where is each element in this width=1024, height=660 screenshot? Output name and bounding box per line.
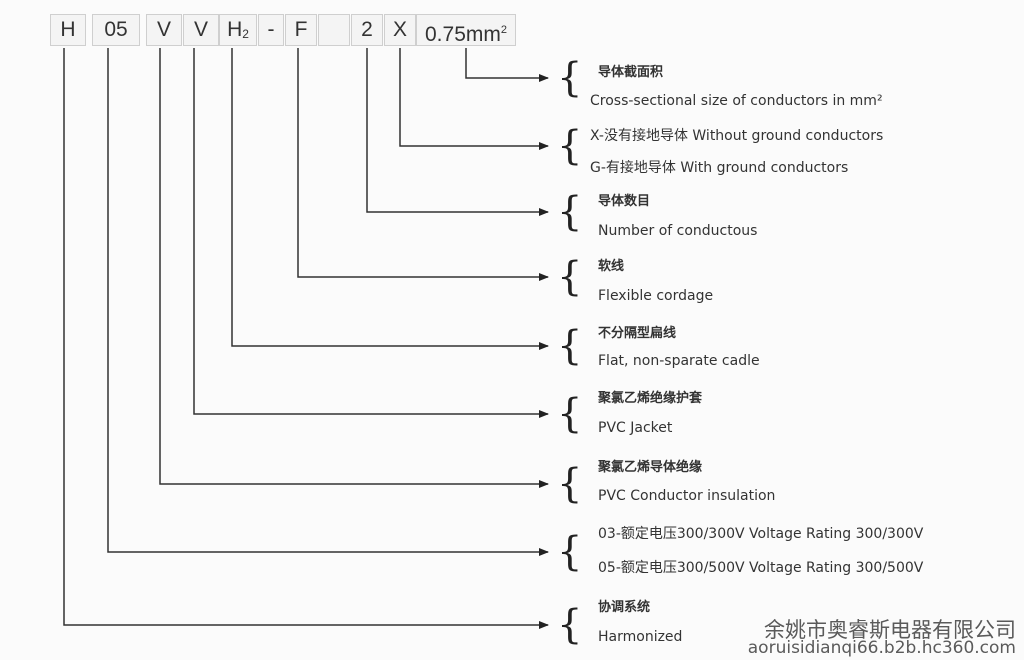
label-insulation-en: PVC Conductor insulation: [598, 488, 776, 504]
label-flat-en: Flat, non-sparate cadle: [598, 353, 760, 369]
code-05: 05: [92, 14, 140, 46]
label-jacket-zh: 聚氯乙烯绝缘护套: [598, 391, 703, 406]
code-2: 2: [351, 14, 383, 46]
arrow-number: [366, 48, 549, 216]
code-h2: H2: [219, 14, 257, 46]
code-f: F: [285, 14, 317, 46]
label-flat-zh: 不分隔型扁线: [598, 326, 677, 341]
code-h: H: [50, 14, 86, 46]
code-blank: [318, 14, 350, 46]
label-insulation-zh: 聚氯乙烯导体绝缘: [598, 460, 703, 475]
label-number-en: Number of conductous: [598, 223, 758, 239]
label-without-ground: X-没有接地导体 Without ground conductors: [590, 128, 884, 144]
brace-jacket: {: [557, 391, 583, 437]
label-cross-section-zh: 导体截面积: [598, 65, 664, 80]
arrow-flat: [231, 48, 549, 350]
label-jacket-en: PVC Jacket: [598, 420, 673, 436]
brace-flex: {: [557, 254, 583, 300]
brace-number: {: [557, 189, 583, 235]
brace-flat: {: [557, 323, 583, 369]
brace-voltage: {: [557, 529, 583, 575]
label-voltage-03: 03-额定电压300/300V Voltage Rating 300/300V: [598, 526, 924, 542]
brace-insulation: {: [557, 461, 583, 507]
brace-ground: {: [557, 123, 583, 169]
watermark-url: aoruisidianqi66.b2b.hc360.com: [747, 638, 1016, 658]
code-v-jacket: V: [183, 14, 219, 46]
label-number-zh: 导体数目: [598, 194, 651, 209]
arrow-insulation: [159, 48, 549, 488]
label-harmonized-zh: 协调系统: [598, 600, 651, 615]
arrow-voltage: [107, 48, 549, 556]
watermark-company: 余姚市奥睿斯电器有限公司: [764, 618, 1016, 642]
brace-harmonized: {: [557, 602, 583, 648]
code-size: 0.75mm2: [416, 14, 516, 46]
code-x: X: [384, 14, 416, 46]
label-voltage-05: 05-额定电压300/500V Voltage Rating 300/500V: [598, 560, 924, 576]
brace-size: {: [557, 55, 583, 101]
arrow-ground: [399, 48, 549, 150]
label-harmonized-en: Harmonized: [598, 629, 683, 645]
code-v-insulation: V: [146, 14, 182, 46]
label-with-ground: G-有接地导体 With ground conductors: [590, 160, 849, 176]
code-dash: -: [258, 14, 284, 46]
arrow-flex: [297, 48, 549, 281]
label-flexible-zh: 软线: [598, 259, 625, 274]
arrow-harmonized: [63, 48, 549, 629]
label-flexible-en: Flexible cordage: [598, 288, 714, 304]
label-cross-section-en: Cross-sectional size of conductors in mm…: [590, 93, 883, 109]
arrow-jacket: [193, 48, 549, 418]
arrow-size: [465, 48, 549, 82]
